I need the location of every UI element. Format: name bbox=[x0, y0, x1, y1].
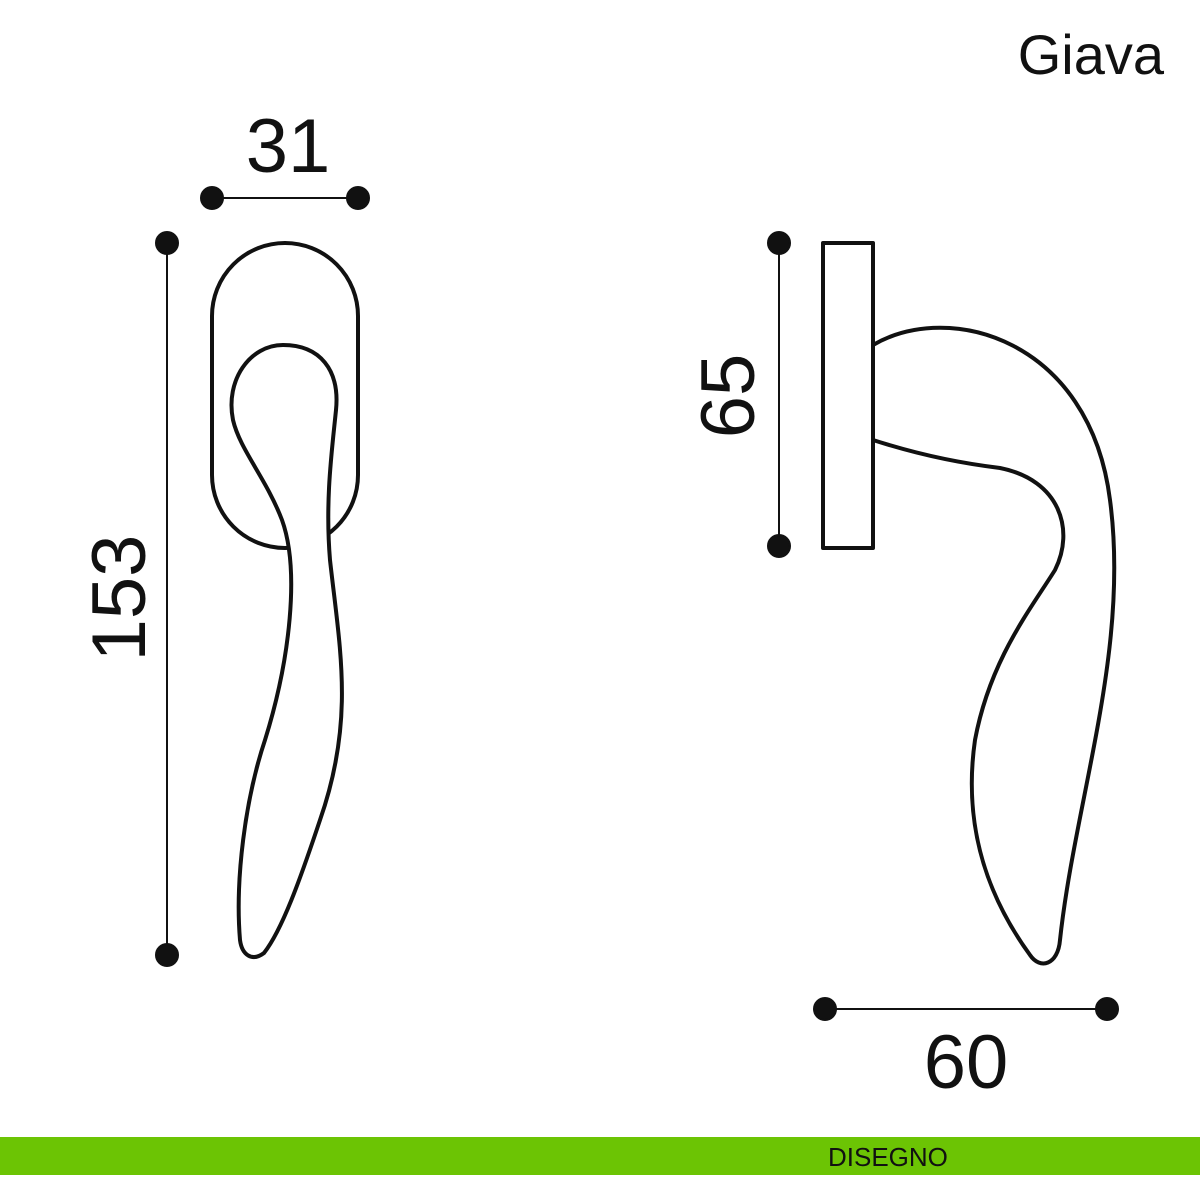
dimension-dot bbox=[767, 534, 791, 558]
footer-bar: DISEGNO bbox=[0, 1137, 1200, 1175]
dim-projection: 60 bbox=[924, 1020, 1009, 1105]
dimension-dot bbox=[767, 231, 791, 255]
footer-label: DISEGNO bbox=[828, 1142, 948, 1172]
dimension-dot bbox=[155, 231, 179, 255]
dimension-dot bbox=[155, 943, 179, 967]
dimension-dot bbox=[1095, 997, 1119, 1021]
dimension-dot bbox=[346, 186, 370, 210]
dim-rosette-height: 65 bbox=[686, 354, 771, 439]
dim-rosette-width: 31 bbox=[246, 104, 331, 189]
dimension-dot bbox=[813, 997, 837, 1021]
side-handle bbox=[871, 325, 1117, 966]
side-rosette bbox=[821, 241, 875, 550]
front-handle bbox=[229, 343, 344, 959]
dimension-dot bbox=[200, 186, 224, 210]
dim-total-height: 153 bbox=[77, 535, 162, 662]
front-rosette bbox=[210, 241, 360, 550]
product-title: Giava bbox=[1017, 23, 1164, 86]
